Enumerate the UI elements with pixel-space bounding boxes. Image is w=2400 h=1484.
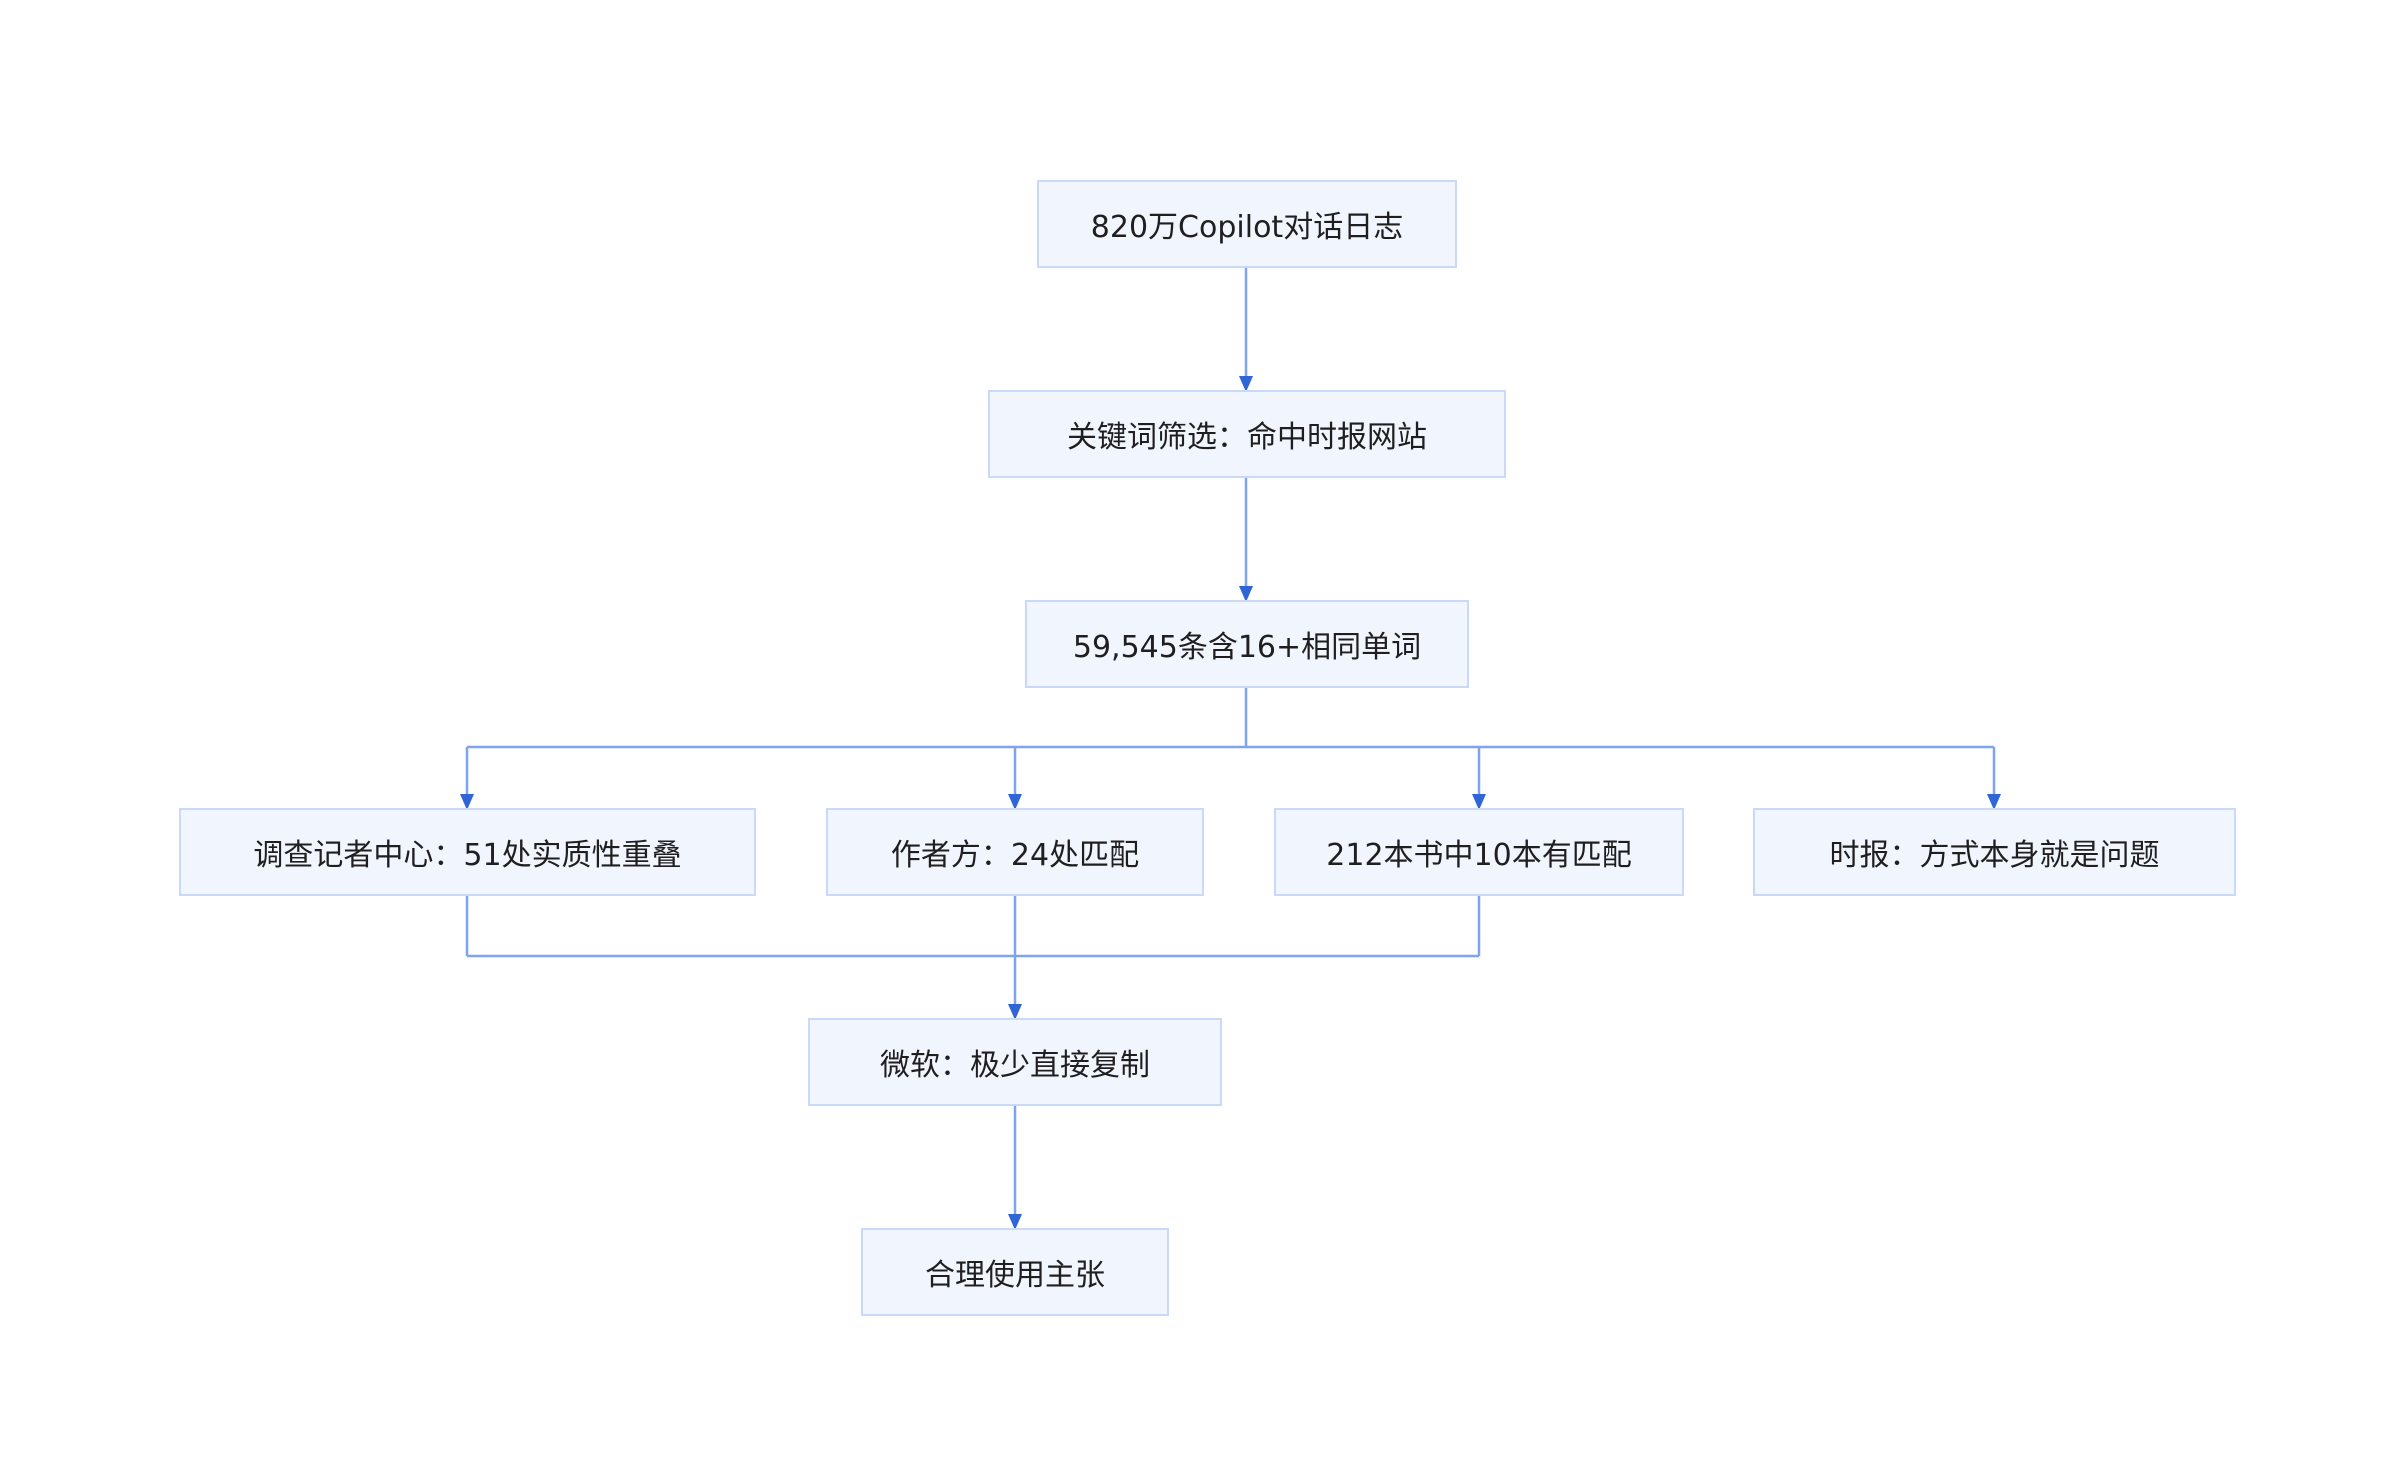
node-investigative-center-label: 调查记者中心：51处实质性重叠 [253,838,682,873]
node-matched-entries-label: 59,545条含16+相同单词 [1072,630,1422,665]
node-fair-use-label: 合理使用主张 [925,1258,1105,1293]
node-microsoft-view: 微软：极少直接复制 [808,1018,1222,1106]
node-books-match: 212本书中10本有匹配 [1274,808,1684,896]
node-times-view-label: 时报：方式本身就是问题 [1829,838,2160,873]
node-books-match-label: 212本书中10本有匹配 [1326,838,1632,873]
node-source-logs-label: 820万Copilot对话日志 [1090,210,1404,245]
arrow-to-microsoft [1008,1004,1022,1020]
node-times-view: 时报：方式本身就是问题 [1753,808,2236,896]
arrow-to-filter [1239,376,1253,392]
arrow-to-author [1008,794,1022,810]
arrow-to-times [1987,794,2001,810]
node-keyword-filter: 关键词筛选：命中时报网站 [988,390,1506,478]
node-author-side-label: 作者方：24处匹配 [890,838,1140,873]
node-author-side: 作者方：24处匹配 [826,808,1204,896]
arrow-to-books [1472,794,1486,810]
arrow-to-matched [1239,586,1253,602]
node-matched-entries: 59,545条含16+相同单词 [1025,600,1469,688]
arrow-to-investigative [460,794,474,810]
node-source-logs: 820万Copilot对话日志 [1037,180,1457,268]
node-investigative-center: 调查记者中心：51处实质性重叠 [179,808,756,896]
node-keyword-filter-label: 关键词筛选：命中时报网站 [1067,420,1427,455]
node-microsoft-view-label: 微软：极少直接复制 [880,1048,1150,1083]
node-fair-use: 合理使用主张 [861,1228,1169,1316]
arrow-to-fairuse [1008,1214,1022,1230]
